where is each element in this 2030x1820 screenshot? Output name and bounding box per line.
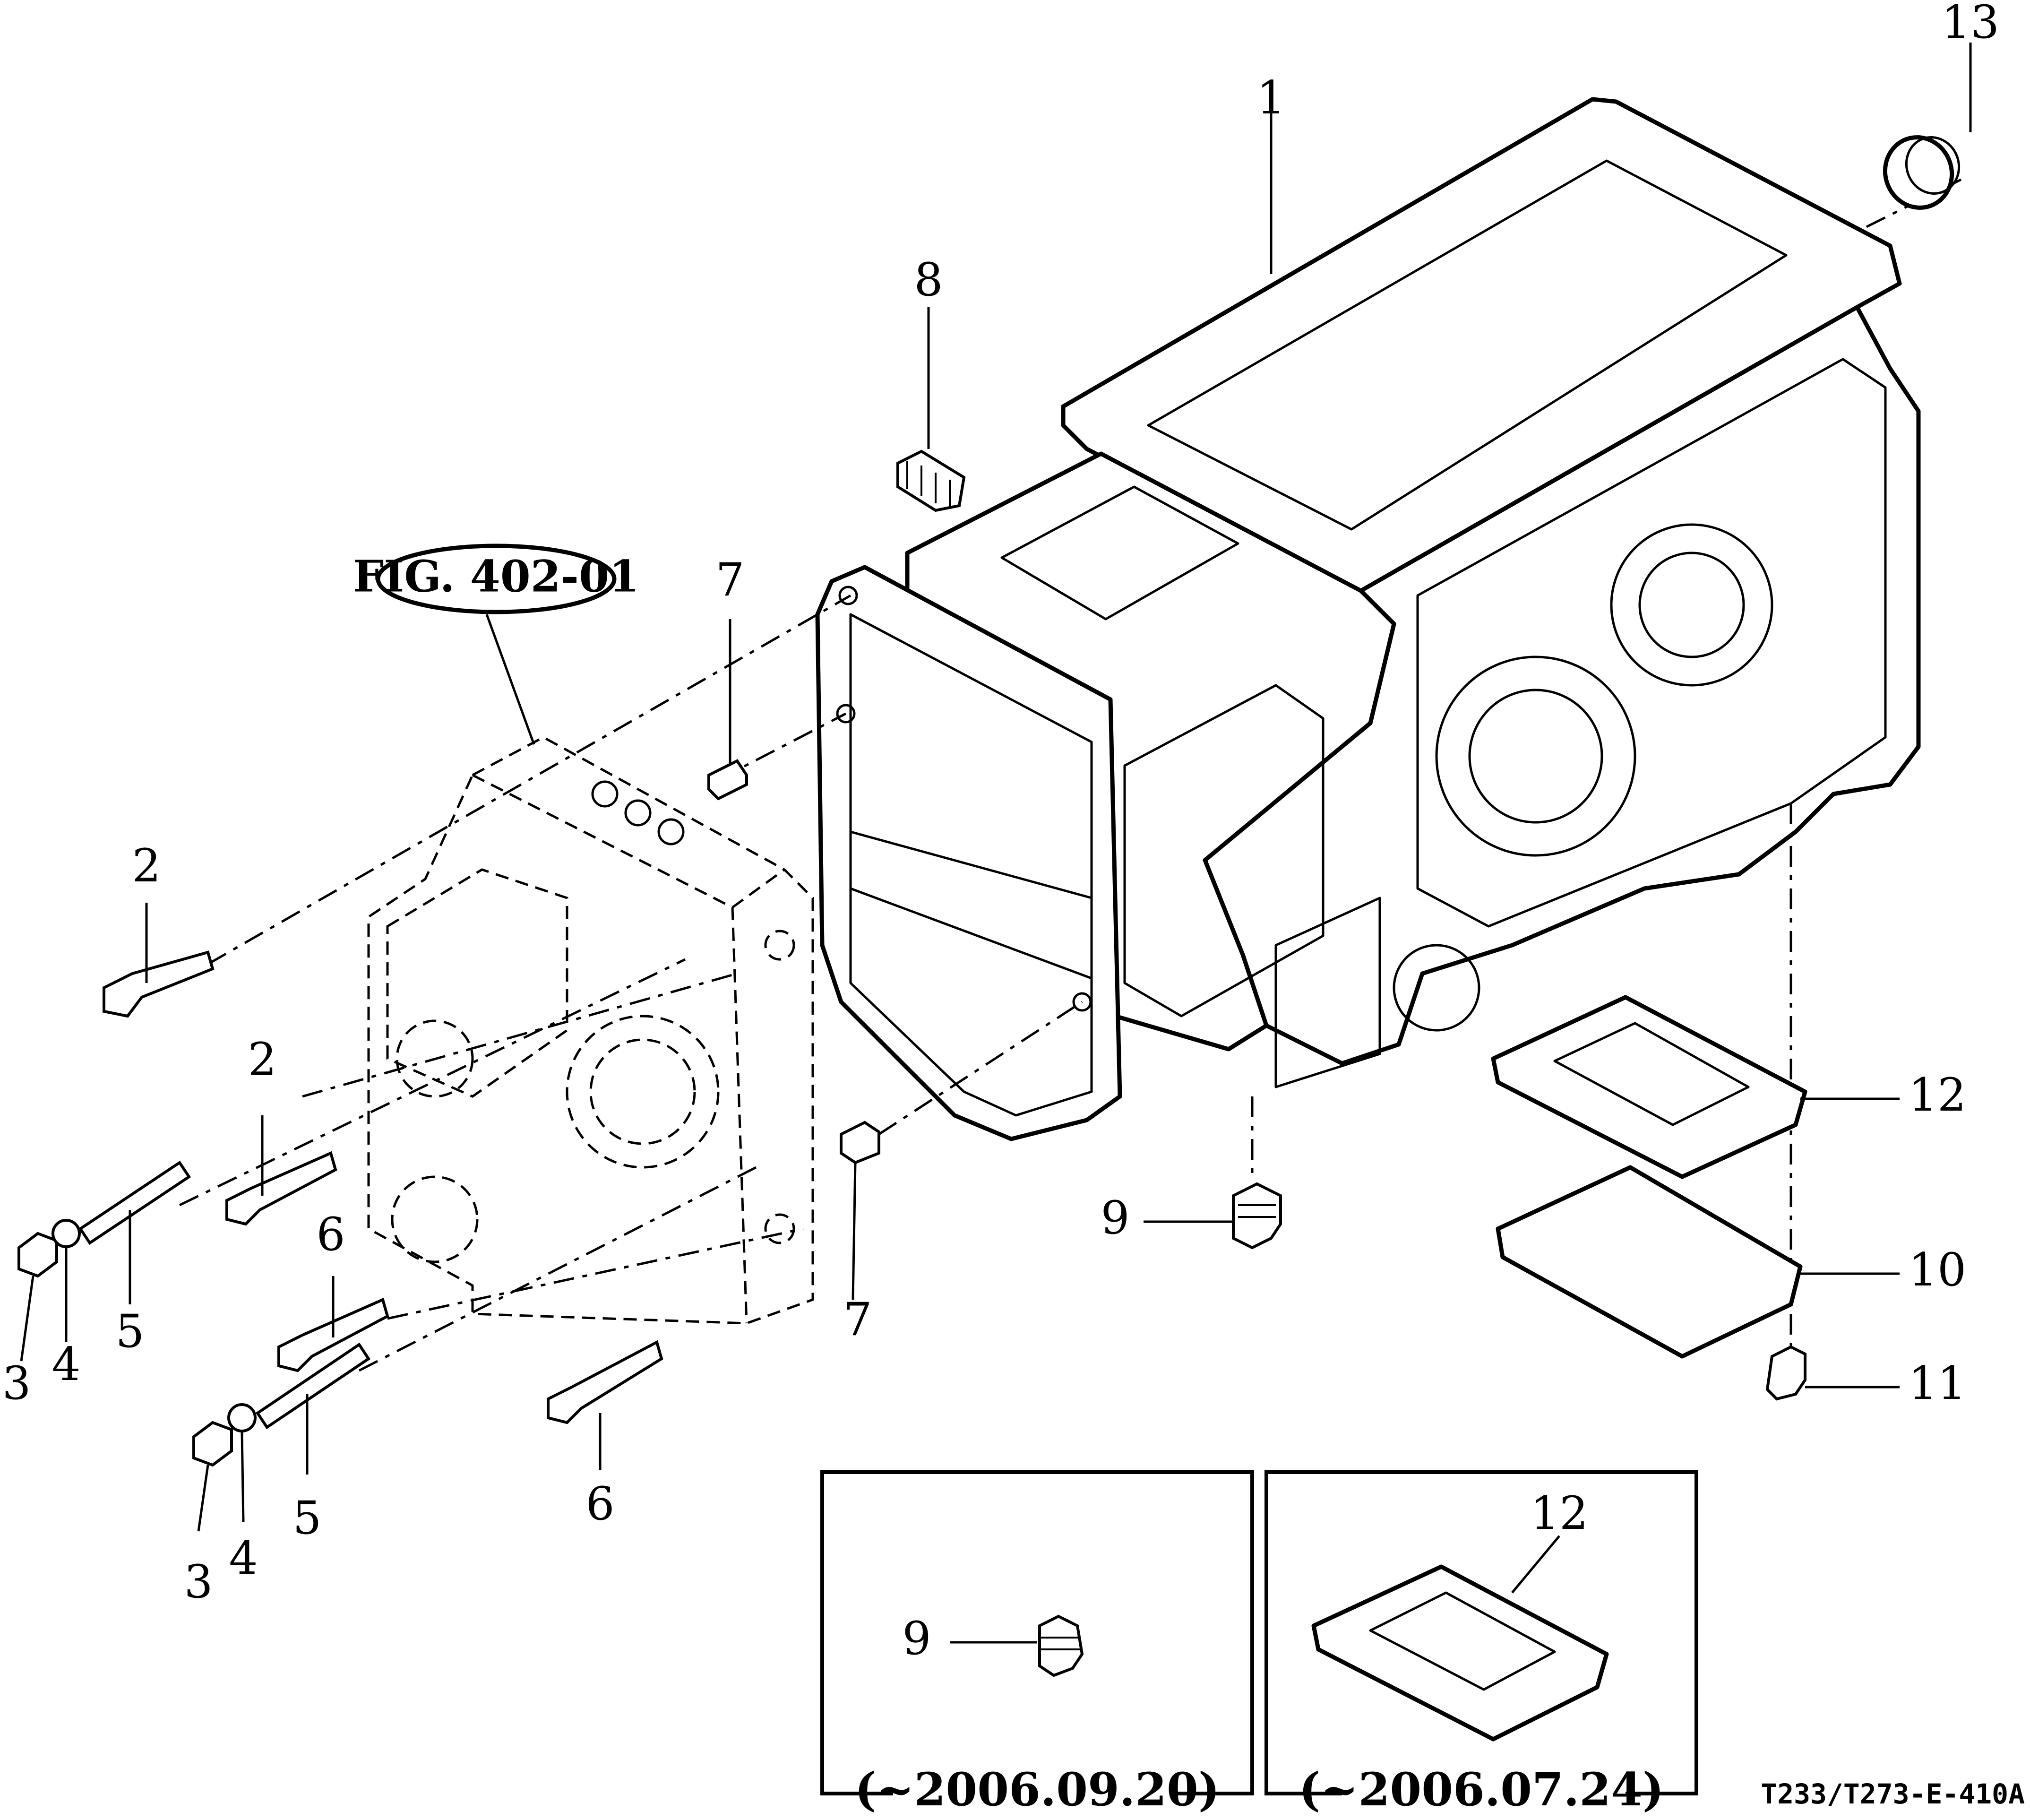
phantom-assembly: [367, 736, 814, 1325]
callout-9: 9: [1101, 1191, 1129, 1244]
callout-4-left: 4: [52, 1338, 80, 1391]
callout-1: 1: [1256, 71, 1285, 124]
callout-2-mid: 2: [248, 1033, 276, 1086]
figure-reference: FIG. 402-01: [353, 543, 639, 745]
studs-nuts: [17, 1160, 371, 1467]
inset-left: 9 (~2006.09.20): [820, 1470, 1254, 1820]
callout-2-top: 2: [132, 839, 161, 892]
transmission-case: [815, 97, 1921, 1141]
drain-plug: [1232, 1182, 1282, 1250]
inset-right: 12 (~2006.07.24): [1264, 1470, 1698, 1820]
inset-left-caption: (~2006.09.20): [855, 1763, 1220, 1816]
callout-3-right: 3: [184, 1555, 213, 1608]
gasket-12: [1491, 995, 1807, 1179]
inset-left-callout-9: 9: [902, 1612, 931, 1665]
bolt-11: [1765, 1345, 1806, 1401]
dowel-pins: [707, 759, 880, 1164]
callout-7-bottom: 7: [843, 1293, 872, 1346]
callout-11: 11: [1909, 1357, 1966, 1410]
callout-6-top: 6: [316, 1208, 345, 1261]
callouts: 1 13 8 7 2 2 3 4 5 6 3 4 5 6 7 9 12 10 1…: [2, 0, 1999, 1608]
seal-plug: [1883, 135, 1961, 210]
bolts-2: [103, 950, 337, 1226]
drawing-id: T233/T273-E-410A: [1761, 1778, 2025, 1810]
breather-fitting: [896, 449, 966, 512]
inset-right-caption: (~2006.07.24): [1299, 1763, 1664, 1816]
callout-5-left: 5: [115, 1305, 144, 1358]
callout-8: 8: [914, 253, 943, 306]
callout-10: 10: [1909, 1243, 1966, 1296]
callout-12: 12: [1909, 1069, 1966, 1121]
figure-reference-label: FIG. 402-01: [353, 551, 639, 602]
callout-3-left: 3: [2, 1357, 31, 1410]
inset-right-callout-12: 12: [1531, 1487, 1588, 1540]
callout-leaders: [20, 43, 1972, 1532]
callout-13: 13: [1942, 0, 1999, 49]
callout-6-bottom: 6: [585, 1477, 614, 1530]
callout-4-right: 4: [229, 1532, 258, 1585]
callout-7-top: 7: [715, 553, 744, 606]
callout-5-right: 5: [292, 1492, 321, 1544]
cover-plate-10: [1496, 1165, 1803, 1359]
